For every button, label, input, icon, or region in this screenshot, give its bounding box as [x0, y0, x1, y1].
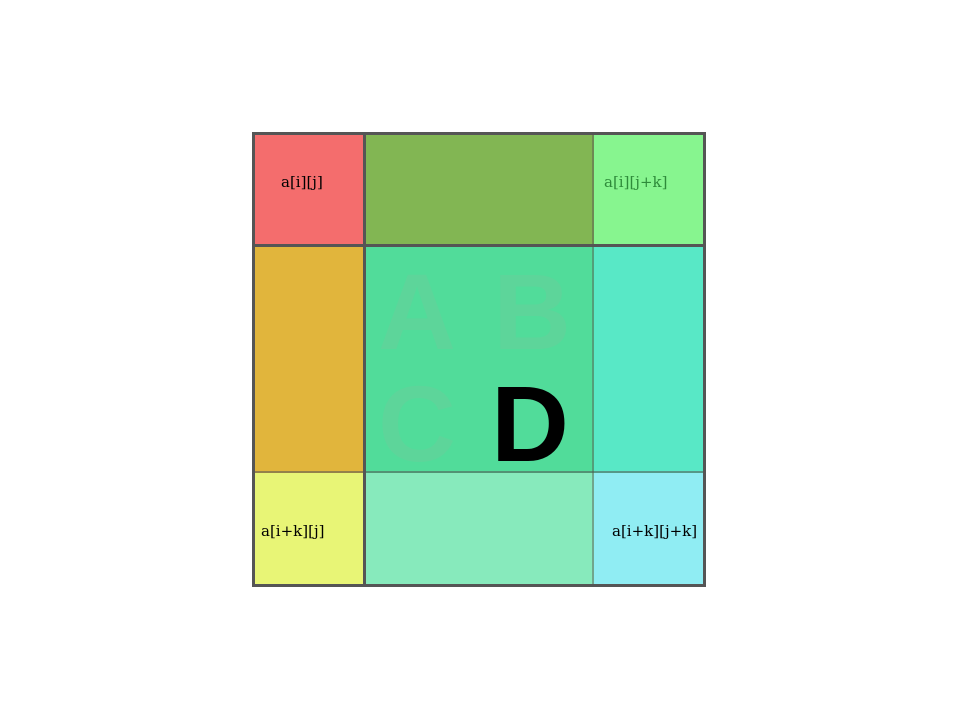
cell-bottom-middle	[365, 473, 594, 586]
quadrant-b-label: B	[493, 251, 571, 372]
cell-middle-right	[594, 246, 705, 473]
cell-bottom-right: a[i+k][j+k]	[594, 473, 705, 586]
cell-center: A B C D	[365, 246, 594, 478]
grid-border-bottom	[252, 584, 706, 587]
quadrant-d-label: D	[491, 363, 569, 484]
grid-border-right	[703, 132, 706, 587]
grid-line-vertical-2	[592, 132, 594, 587]
grid-border-top	[252, 132, 706, 135]
grid-line-horizontal-2	[252, 471, 706, 473]
grid-line-vertical-1	[363, 132, 366, 587]
cell-bottom-left: a[i+k][j]	[253, 473, 365, 586]
quadrant-c-label: C	[378, 363, 456, 484]
grid-line-horizontal-1	[252, 244, 706, 247]
label-a-i-j-plus-k: a[i][j+k]	[604, 173, 668, 191]
cell-top-middle	[365, 133, 594, 246]
label-a-i-j: a[i][j]	[281, 173, 323, 191]
quadrant-a-label: A	[378, 251, 456, 372]
cell-middle-left	[253, 246, 365, 473]
label-a-i-plus-k-j: a[i+k][j]	[261, 522, 325, 540]
cell-top-left: a[i][j]	[253, 133, 365, 246]
grid-border-left	[252, 132, 255, 587]
label-a-i-plus-k-j-plus-k: a[i+k][j+k]	[612, 522, 698, 540]
cell-top-right: a[i][j+k]	[594, 133, 705, 246]
